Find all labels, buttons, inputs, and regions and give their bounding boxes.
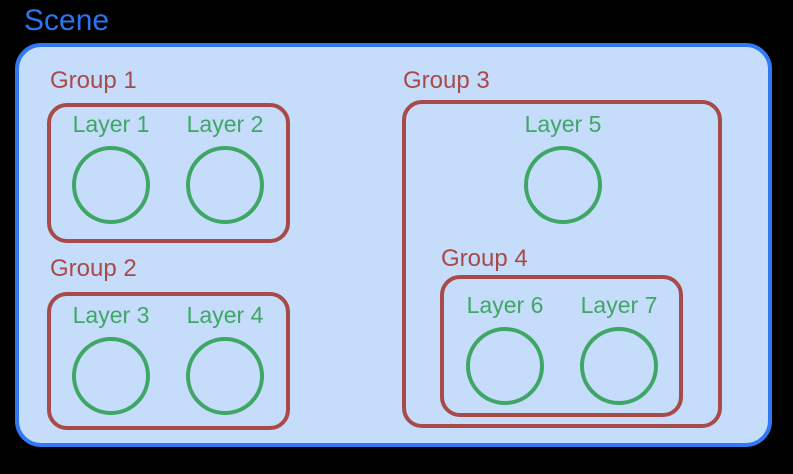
group-2-label: Group 2 (50, 255, 137, 282)
layer-2-node: Layer 2 (170, 110, 280, 224)
layer-3-circle (72, 337, 150, 415)
layer-3-label: Layer 3 (72, 302, 150, 328)
layer-7-label: Layer 7 (580, 292, 658, 318)
layer-3-node: Layer 3 (56, 301, 166, 415)
layer-6-node: Layer 6 (450, 291, 560, 405)
layer-6-circle (466, 327, 544, 405)
scene-box: Group 1 Layer 1 Layer 2 Group 2 Layer 3 … (15, 43, 772, 447)
layer-7-node: Layer 7 (564, 291, 674, 405)
layer-1-label: Layer 1 (72, 111, 150, 137)
scene-title: Scene (24, 4, 110, 37)
group-1-label: Group 1 (50, 67, 137, 94)
group-3-box: Layer 5 Group 4 Layer 6 Layer 7 (402, 100, 722, 428)
layer-5-label: Layer 5 (524, 111, 602, 137)
layer-4-label: Layer 4 (186, 302, 264, 328)
layer-2-label: Layer 2 (186, 111, 264, 137)
layer-4-circle (186, 337, 264, 415)
layer-7-circle (580, 327, 658, 405)
layer-1-circle (72, 146, 150, 224)
layer-4-node: Layer 4 (170, 301, 280, 415)
group-1-box: Layer 1 Layer 2 (47, 103, 290, 243)
layer-1-node: Layer 1 (56, 110, 166, 224)
layer-5-circle (524, 146, 602, 224)
group-4-label: Group 4 (441, 245, 528, 272)
layer-6-label: Layer 6 (466, 292, 544, 318)
group-3-label: Group 3 (403, 67, 490, 94)
group-2-box: Layer 3 Layer 4 (47, 292, 290, 430)
layer-5-node: Layer 5 (508, 110, 618, 224)
group-4-box: Layer 6 Layer 7 (440, 275, 683, 417)
layer-2-circle (186, 146, 264, 224)
